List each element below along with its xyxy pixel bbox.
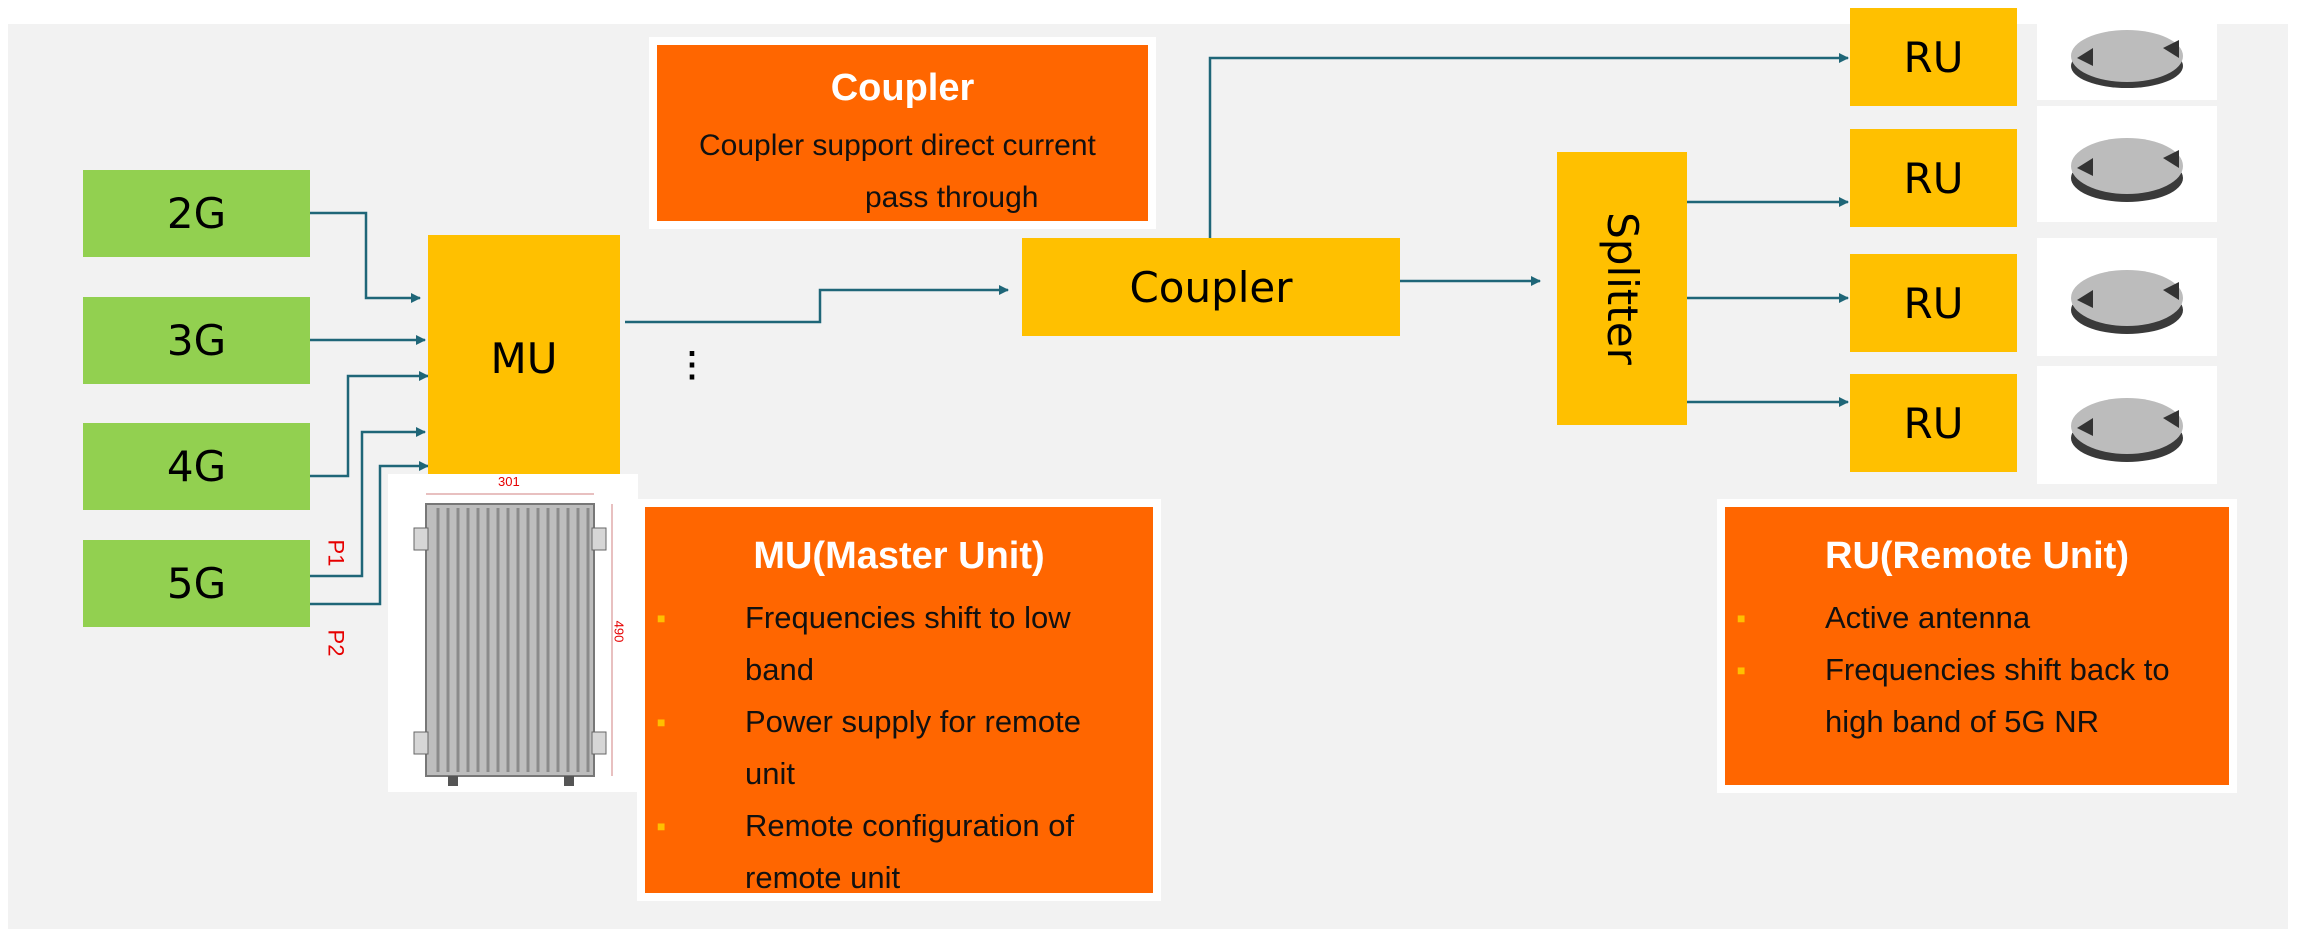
list-item: ■Active antenna: [1725, 592, 2229, 644]
coupler-info-line1: Coupler support direct current: [699, 129, 1096, 162]
ru-antenna-image-4: [2037, 366, 2217, 484]
coupler-info-title: Coupler: [830, 67, 975, 109]
connector-2g-mu: [310, 211, 421, 303]
ru-unit-2: RU: [1850, 129, 2017, 227]
ru-antenna-image-1: [2037, 18, 2217, 100]
antenna-icon: [2071, 30, 2183, 88]
mu-info-title: MU(Master Unit): [753, 535, 1045, 577]
band-2g: 2G: [83, 170, 310, 257]
bullet-icon: ■: [657, 610, 666, 626]
coupler-unit: Coupler: [1022, 238, 1400, 336]
splitter-unit: Splitter: [1557, 152, 1687, 425]
splitter-label: Splitter: [1597, 212, 1647, 365]
connector-5g-p2: [310, 461, 429, 606]
ru-unit-3: RU: [1850, 254, 2017, 352]
dimension-height: 490: [611, 620, 627, 643]
bullet-icon: ■: [1737, 662, 1746, 678]
band-3g: 3G: [83, 297, 310, 384]
band-4g: 4G: [83, 423, 310, 510]
connector-mu-coupler: [625, 285, 1009, 324]
ru-info-title: RU(Remote Unit): [1825, 535, 2129, 577]
port-label-p2: P2: [323, 629, 349, 657]
mu-info-box: MU(Master Unit) ■Frequencies shift to lo…: [637, 499, 1161, 901]
mu-unit: MU: [428, 235, 620, 481]
ru-info-list: ■Active antenna ■Frequencies shift back …: [1725, 592, 2229, 748]
ellipsis-more: ⋮: [675, 346, 709, 384]
ru-antenna-image-2: [2037, 106, 2217, 222]
bullet-icon: ■: [657, 818, 666, 834]
ru-info-box: RU(Remote Unit) ■Active antenna ■Frequen…: [1717, 499, 2237, 793]
port-label-p1: P1: [323, 539, 349, 567]
dimension-width: 301: [498, 474, 520, 489]
ru-unit-4: RU: [1850, 374, 2017, 472]
antenna-icon: [2071, 138, 2183, 202]
mu-chassis-drawing: [413, 493, 613, 786]
coupler-info-line2: pass through: [865, 181, 1039, 214]
connector-5g-p1: [310, 427, 426, 578]
band-5g: 5G: [83, 540, 310, 627]
antenna-icon: [2071, 270, 2183, 334]
mu-hardware-image: 301 490: [388, 474, 638, 792]
ru-unit-1: RU: [1850, 8, 2017, 106]
bullet-icon: ■: [1737, 610, 1746, 626]
antenna-icon: [2071, 398, 2183, 462]
connector-4g-mu: [310, 371, 429, 478]
coupler-info-box: Coupler Coupler support direct current p…: [649, 37, 1156, 229]
bullet-icon: ■: [657, 714, 666, 730]
ru-antenna-image-3: [2037, 238, 2217, 356]
connector-coupler-ru1: [1208, 53, 1849, 238]
